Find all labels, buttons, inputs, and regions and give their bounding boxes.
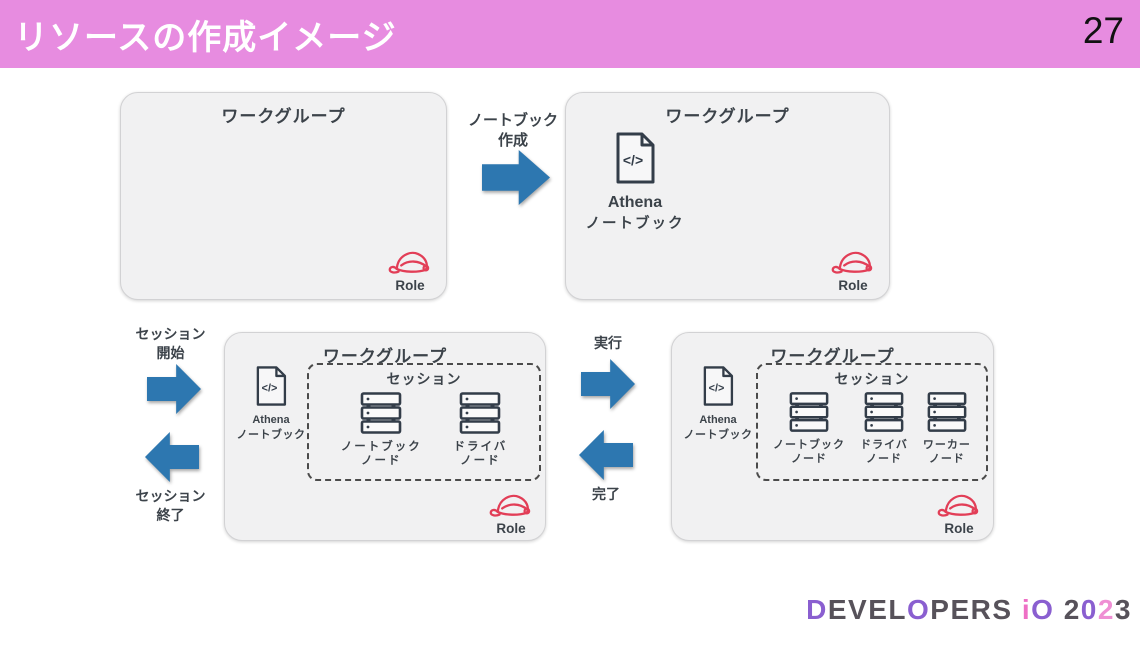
header-bar: リソースの作成イメージ 27: [0, 0, 1140, 68]
node-notebook: ノートブック ノード: [341, 391, 422, 468]
workgroup-title: ワークグループ: [770, 347, 895, 366]
developers-io-logo: DEVELOPERS iO 2023: [806, 594, 1132, 626]
notebook-file-icon: </>: [616, 132, 655, 184]
logo-letter: O: [1031, 594, 1055, 625]
logo-letter: 3: [1114, 594, 1132, 625]
role-block: Role: [489, 488, 533, 536]
logo-letter: i: [1021, 594, 1032, 625]
workgroup-box-notebook: ワークグループ </> Athena ノートブック Role: [565, 92, 890, 300]
server-stack-icon: [460, 392, 501, 434]
node-worker: ワーカー ノード: [923, 391, 971, 466]
workgroup-box-session-2nodes: ワークグループ </> Athena ノートブック セッション: [224, 332, 546, 541]
node-driver: ドライバ ノード: [860, 391, 908, 466]
logo-letter: [1054, 594, 1063, 625]
right-arrow-icon: [482, 150, 550, 205]
session-nodes: ノートブック ノード: [309, 391, 539, 468]
notebook-name: Athena: [699, 414, 737, 426]
role-block: Role: [831, 245, 875, 293]
role-label: Role: [496, 521, 526, 536]
role-hat-icon: [388, 251, 430, 274]
session-title: セッション: [834, 371, 910, 387]
role-hat-icon: [489, 494, 531, 517]
left-arrow-icon: [145, 432, 199, 482]
workgroup-title: ワークグループ: [221, 107, 346, 126]
logo-letter: O: [906, 594, 931, 625]
notebook-name: Athena: [252, 414, 290, 426]
node-label: ノートブック ノード: [340, 441, 422, 467]
role-label: Role: [395, 278, 425, 293]
role-block: Role: [388, 245, 432, 293]
logo-letter: E: [868, 594, 889, 625]
arrow-label-finish: 完了: [592, 486, 620, 502]
logo-letter: P: [930, 594, 951, 625]
notebook-sub-label: ノートブック: [236, 429, 306, 441]
arrow-session-start: [147, 364, 201, 414]
workgroup-box-session-3nodes: ワークグループ </> Athena ノートブック セッション: [671, 332, 994, 541]
workgroup-title: ワークグループ: [665, 107, 790, 126]
logo-letter: L: [888, 594, 907, 625]
server-stack-icon: [789, 392, 829, 432]
right-arrow-icon: [581, 359, 635, 409]
node-label: ワーカー ノード: [922, 439, 971, 465]
server-stack-icon: [864, 392, 904, 432]
workgroup-title: ワークグループ: [322, 347, 448, 366]
athena-notebook-block: </> Athena ノートブック: [580, 131, 690, 233]
logo-letter: 2: [1063, 594, 1081, 625]
logo-letter: S: [992, 594, 1013, 625]
logo-letter: 0: [1080, 594, 1098, 625]
arrow-label-create-notebook: ノートブック 作成: [467, 112, 558, 149]
node-label: ノートブック ノード: [773, 439, 846, 465]
role-block: Role: [937, 488, 981, 536]
notebook-file-icon: </>: [256, 366, 287, 406]
role-hat-icon: [831, 251, 873, 274]
arrow-label-run: 実行: [594, 335, 622, 351]
node-notebook: ノートブック ノード: [773, 391, 845, 466]
logo-letter: D: [806, 594, 828, 625]
notebook-sub-label: ノートブック: [683, 429, 753, 441]
arrow-finish: [579, 430, 633, 480]
notebook-sub-label: ノートブック: [585, 216, 685, 232]
logo-letter: V: [848, 594, 869, 625]
page-number: 27: [1082, 10, 1124, 51]
athena-notebook-block: </> Athena ノートブック: [674, 365, 762, 442]
role-label: Role: [944, 521, 974, 536]
role-label: Role: [838, 278, 868, 293]
athena-notebook-block: </> Athena ノートブック: [227, 365, 315, 442]
arrow-label-session-start: セッション 開始: [135, 326, 206, 361]
code-glyph: </>: [709, 382, 725, 394]
notebook-file-icon: </>: [703, 366, 734, 406]
server-stack-icon: [360, 392, 402, 434]
arrow-session-end: [145, 432, 199, 482]
node-label: ドライバ ノード: [860, 439, 908, 465]
node-driver: ドライバ ノード: [453, 391, 507, 468]
code-glyph: </>: [623, 152, 643, 168]
arrow-run: [581, 359, 635, 409]
logo-letter: R: [970, 594, 993, 625]
session-title: セッション: [386, 371, 462, 387]
left-arrow-icon: [579, 430, 633, 480]
notebook-name: Athena: [607, 194, 663, 211]
page-title: リソースの作成イメージ: [14, 18, 397, 57]
node-label: ドライバ ノード: [453, 441, 508, 467]
arrow-label-session-end: セッション 終了: [135, 488, 206, 523]
logo-letter: E: [950, 594, 971, 625]
right-arrow-icon: [147, 364, 201, 414]
code-glyph: </>: [262, 382, 278, 394]
logo-letter: [1013, 594, 1022, 625]
server-stack-icon: [927, 392, 967, 432]
session-container: セッション: [307, 363, 541, 481]
session-container: セッション: [756, 363, 988, 481]
role-hat-icon: [937, 494, 979, 517]
session-nodes: ノートブック ノード: [758, 391, 986, 466]
arrow-create-notebook: [482, 150, 550, 205]
logo-letter: E: [827, 594, 848, 625]
logo-letter: 2: [1097, 594, 1115, 625]
workgroup-box-empty: ワークグループ Role: [120, 92, 447, 300]
